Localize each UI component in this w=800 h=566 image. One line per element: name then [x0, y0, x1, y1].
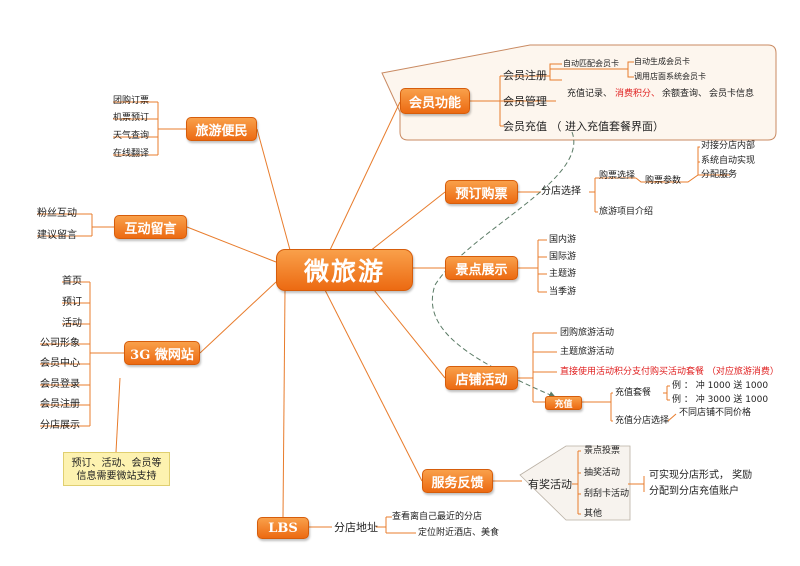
- member-panel: [381, 44, 777, 141]
- travel-service-node: 旅游便民: [186, 117, 257, 141]
- prize-item: 抽奖活动: [584, 468, 621, 478]
- member-card-info: 会员卡信息: [709, 89, 755, 99]
- direct-points-pay: 直接使用活动积分支付购买活动套餐 （对应旅游消费）: [560, 367, 779, 377]
- scenic-node: 景点展示: [445, 256, 518, 280]
- site-note-line2: 信息需要微站支持: [76, 471, 157, 482]
- scenic-item: 当季游: [549, 287, 577, 297]
- balance-query: 余额查询、: [662, 89, 708, 99]
- site-item: 会员登录: [40, 379, 80, 390]
- auto-generate-card: 自动生成会员卡: [634, 57, 690, 66]
- travel-item: 在线翻译: [113, 149, 150, 159]
- nearest-branch: 查看离自己最近的分店: [392, 512, 483, 522]
- site-item: 预订: [62, 297, 82, 308]
- interaction-node: 互动留言: [114, 215, 187, 239]
- site-note-line1: 预订、活动、会员等: [71, 458, 162, 469]
- center-node: 微旅游: [276, 249, 413, 291]
- auto-match-card: 自动匹配会员卡: [563, 59, 619, 68]
- prize-item: 其他: [584, 509, 603, 519]
- store-activity-node: 店铺活动: [445, 366, 518, 390]
- mobile-site-node: 3G 微网站: [124, 341, 200, 365]
- member-register: 会员注册: [503, 69, 547, 82]
- booking-node: 预订购票: [445, 180, 518, 204]
- recharge-example-1: 例 ： 冲 1000 送 1000: [672, 381, 769, 391]
- site-item: 公司形象: [40, 338, 80, 349]
- site-item: 会员中心: [40, 358, 80, 369]
- reward-note-line2: 分配到分店充值账户: [649, 486, 739, 497]
- call-store-system-card: 调用店面系统会员卡: [634, 72, 706, 81]
- system-auto: 系统自动实现: [701, 156, 756, 166]
- travel-item: 团购订票: [113, 96, 150, 106]
- scenic-item: 国际游: [549, 252, 577, 262]
- site-item: 分店展示: [40, 420, 80, 431]
- locate-nearby: 定位附近酒店、美食: [418, 528, 500, 538]
- recharge-package: 充值套餐: [615, 388, 652, 398]
- travel-project-intro: 旅游项目介绍: [599, 207, 654, 217]
- member-function-node: 会员功能: [400, 88, 470, 114]
- site-item: 首页: [62, 276, 82, 287]
- ticket-select: 购票选择: [599, 171, 636, 181]
- travel-item: 机票预订: [113, 113, 150, 123]
- interaction-item: 建议留言: [37, 230, 77, 241]
- recharge-record: 充值记录、: [567, 89, 613, 99]
- interaction-item: 粉丝互动: [37, 208, 77, 219]
- ticket-params: 购票参数: [645, 176, 682, 186]
- site-note: 预订、活动、会员等 信息需要微站支持: [63, 452, 170, 486]
- prize-item: 景点投票: [584, 446, 621, 456]
- lbs-node: LBS: [257, 517, 309, 539]
- site-item: 会员注册: [40, 399, 80, 410]
- reward-note-line1: 可实现分店形式， 奖励: [649, 470, 753, 481]
- group-travel-activity: 团购旅游活动: [560, 328, 615, 338]
- recharge-branch-select: 充值分店选择: [615, 416, 670, 426]
- dock-branch: 对接分店内部: [701, 141, 756, 151]
- branch-select: 分店选择: [541, 186, 581, 197]
- scenic-item: 主题游: [549, 269, 577, 279]
- member-manage: 会员管理: [503, 95, 547, 108]
- theme-travel-activity: 主题旅游活动: [560, 347, 615, 357]
- distribute-service: 分配服务: [701, 170, 738, 180]
- branch-address: 分店地址: [334, 521, 378, 534]
- recharge-example-2: 例 ： 冲 3000 送 1000: [672, 395, 769, 405]
- site-item: 活动: [62, 318, 82, 329]
- travel-item: 天气查询: [113, 131, 150, 141]
- consume-points: 消费积分、: [615, 89, 661, 99]
- different-store-price: 不同店铺不同价格: [679, 408, 752, 418]
- prize-activity: 有奖活动: [528, 478, 572, 491]
- recharge-node: 充值: [545, 396, 582, 410]
- service-feedback-node: 服务反馈: [422, 469, 493, 493]
- scenic-item: 国内游: [549, 235, 577, 245]
- service-panel: [519, 445, 631, 521]
- member-recharge: 会员充值 （ 进入充值套餐界面）: [503, 120, 664, 133]
- prize-item: 刮刮卡活动: [584, 489, 630, 499]
